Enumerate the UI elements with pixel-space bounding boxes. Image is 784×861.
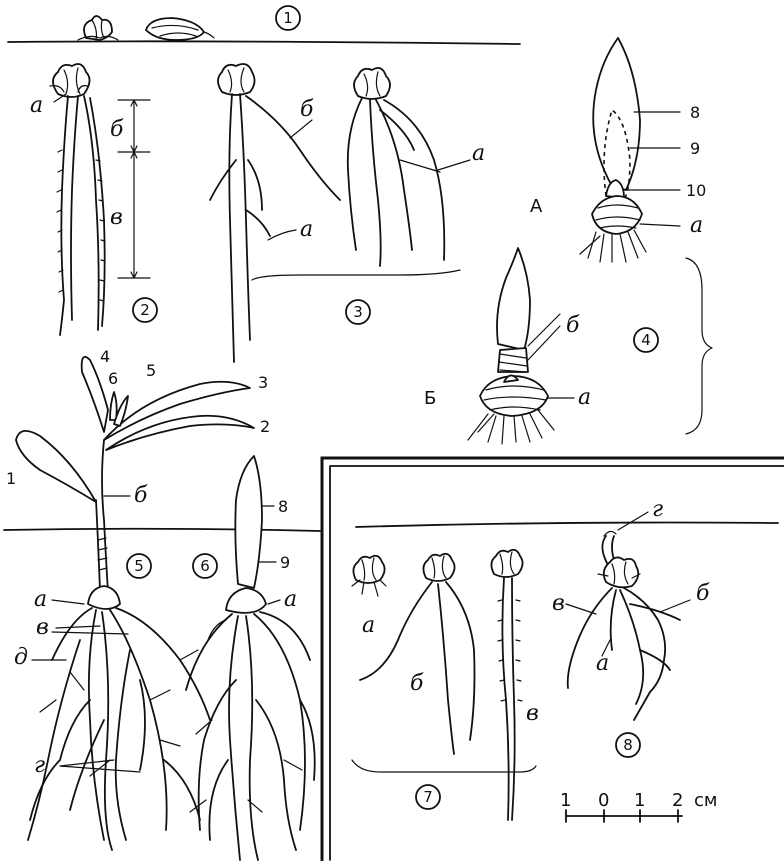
figure-number-5: 5 [127,554,151,578]
fig5-label-5: 5 [146,361,156,380]
fig3-label-a1: а [300,217,313,242]
svg-text:6: 6 [200,557,210,575]
soil-line-fig5 [4,529,320,531]
fig4-label-10: 10 [686,181,706,200]
fig3-label-a2: а [472,141,485,166]
figure-number-8: 8 [616,733,640,757]
fig5-label-1: 1 [6,469,16,488]
fig4-label-9: 9 [690,139,700,158]
figure-number-4: 4 [634,328,658,352]
scale-tick-1b: 1 [634,790,645,811]
fig8-label-v: в [552,591,565,616]
figure-number-2: 2 [133,298,157,322]
scale-unit: см [694,790,717,811]
fig5-label-d: д [14,645,28,670]
fig8-seedling [566,512,690,720]
scale-tick-1a: 1 [560,790,571,811]
figure-number-1: 1 [276,6,300,30]
fig4-label-B: Б [424,388,436,409]
fig5-label-3: 3 [258,373,268,392]
svg-text:5: 5 [134,557,144,575]
fig8-label-b: б [696,581,710,606]
fig2-label-v: в [110,205,123,230]
fig8-label-g: г [652,497,663,522]
fig5-label-4: 4 [100,347,110,366]
fig5-label-6: 6 [108,369,118,388]
scale-tick-0: 0 [598,790,609,811]
soil-line-fig7 [356,523,778,528]
svg-text:4: 4 [641,331,651,349]
fig5-label-a: а [34,587,47,612]
fig4-bulbs [468,38,712,444]
figure-number-7: 7 [416,785,440,809]
fig2-label-b: б [110,117,124,142]
fig4-label-A: А [530,196,543,217]
fig6-label-8: 8 [278,497,288,516]
svg-text:7: 7 [423,788,433,806]
scale-tick-2: 2 [672,790,683,811]
fig2-label-a: а [30,93,43,118]
fig6-label-9: 9 [280,553,290,572]
fig8-label-a: а [596,651,609,676]
fig7-label-a: а [362,613,375,638]
figure-number-3: 3 [346,300,370,324]
fig5-label-b: б [134,483,148,508]
scale-bar: 1 0 1 2 см [560,790,717,822]
fig5-label-g: г [34,753,45,778]
fig1-seedlings [78,16,214,40]
fig7-seedlings [352,550,536,820]
fig4-label-a-B: а [578,385,591,410]
fig2-seedling [50,64,150,335]
fig5-label-v: в [36,615,49,640]
fig4-label-8: 8 [690,103,700,122]
svg-text:3: 3 [353,303,363,321]
figure-number-6: 6 [193,554,217,578]
fig3-label-b: б [300,97,314,122]
fig4-label-b: б [566,313,580,338]
fig4-label-a-A: а [690,213,703,238]
fig5-label-2: 2 [260,417,270,436]
svg-text:1: 1 [283,9,293,27]
fig6-plant [186,456,315,860]
fig7-label-b: б [410,671,424,696]
svg-text:8: 8 [623,736,633,754]
soil-line-fig1 [8,41,520,44]
fig6-label-a: а [284,587,297,612]
fig7-label-v: в [526,701,539,726]
fig3-seedlings [210,64,470,362]
svg-text:2: 2 [140,301,150,319]
